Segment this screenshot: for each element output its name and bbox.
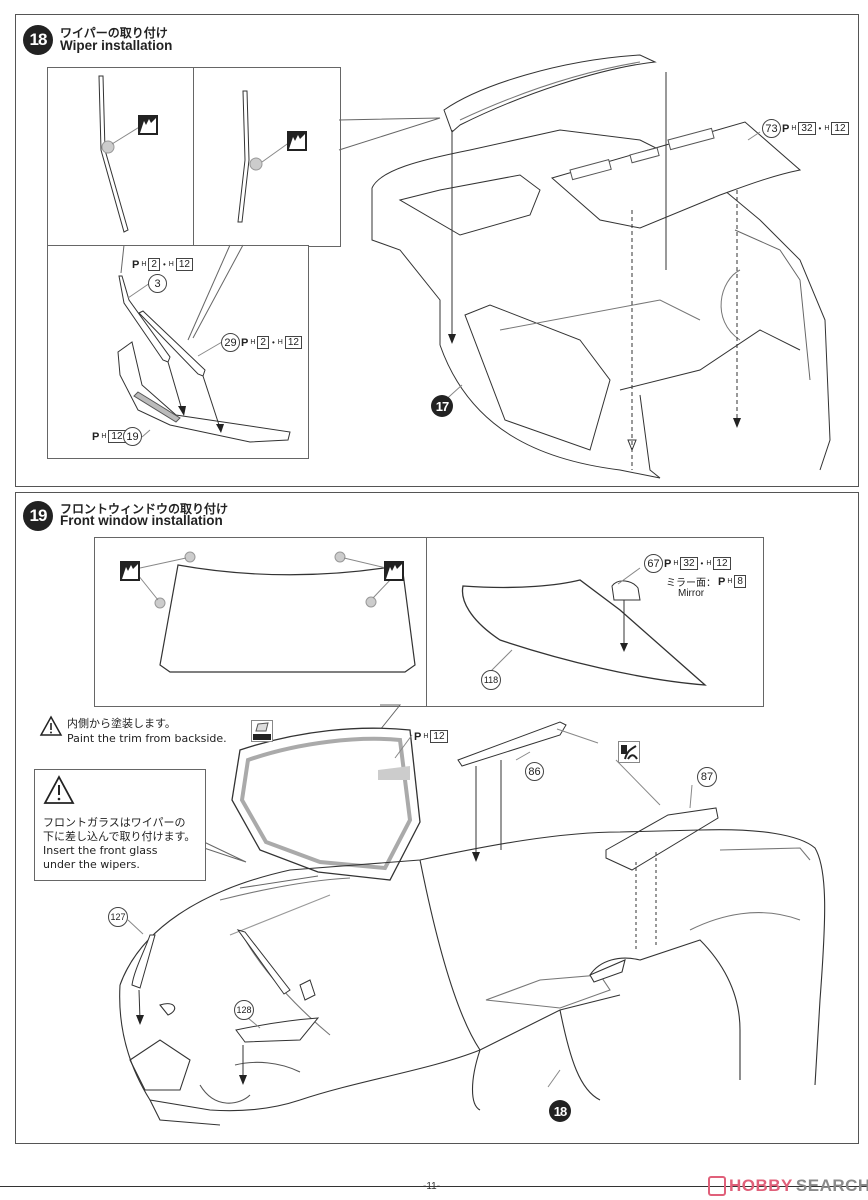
glue-icon — [618, 741, 640, 763]
part-number-87: 87 — [697, 767, 717, 787]
step-18-title-jp: ワイパーの取り付け — [60, 26, 168, 40]
step-19-title-en: Front window installation — [60, 513, 223, 528]
wiper-arm-right — [237, 90, 291, 223]
car-body — [119, 829, 826, 1126]
mask-paint-icon — [251, 720, 273, 742]
decal-icon — [138, 115, 158, 135]
watermark-logo: HOBBY SEARCH — [708, 1176, 868, 1196]
subassembly-ref-18: 18 — [549, 1100, 571, 1122]
part-number-19: 19 — [123, 427, 142, 446]
part-number-86: 86 — [525, 762, 544, 781]
part-number-29: 29 — [221, 333, 240, 352]
decal-icon — [287, 131, 307, 151]
part-number-127: 127 — [108, 907, 128, 927]
page-number: -11- — [423, 1181, 441, 1192]
decal-icon — [384, 561, 404, 581]
mirror-label: Mirror — [678, 588, 705, 599]
step-19-title-jp: フロントウィンドウの取り付け — [60, 502, 229, 516]
trim-note-jp: 内側から塗装します。 — [67, 717, 176, 730]
glass-note-jp-1: フロントガラスはワイパーの — [43, 816, 186, 829]
car-body-interior — [371, 129, 831, 479]
part-number-67: 67 — [644, 554, 663, 573]
part-number-3: 3 — [148, 274, 167, 293]
step-18-number: 18 — [23, 25, 53, 55]
part-number-73: 73 — [762, 119, 781, 138]
glass-note-jp-2: 下に差し込んで取り付けます。 — [43, 830, 196, 843]
watermark-brand-b: SEARCH — [795, 1176, 868, 1195]
wiper-arm-left — [98, 75, 142, 233]
footer-rule — [0, 1186, 868, 1187]
part-number-128: 128 — [234, 1000, 254, 1020]
trim-note-en: Paint the trim from backside. — [67, 732, 227, 745]
watermark-badge-icon — [708, 1176, 726, 1196]
wiper-detail-panel-right — [193, 67, 341, 247]
glass-note-en-2: under the wipers. — [43, 858, 140, 871]
subassembly-ref-17: 17 — [431, 395, 453, 417]
step-18-title-en: Wiper installation — [60, 38, 173, 53]
step-19-number: 19 — [23, 501, 53, 531]
decal-icon — [120, 561, 140, 581]
part-number-118: 118 — [481, 670, 501, 690]
glass-note-en-1: Insert the front glass — [43, 844, 158, 857]
watermark-brand-a: HOBBY — [729, 1176, 793, 1195]
